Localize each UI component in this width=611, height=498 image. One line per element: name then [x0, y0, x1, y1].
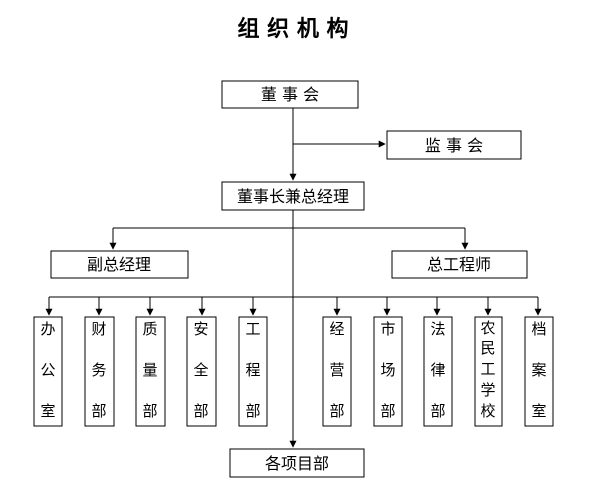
- node-engineering-char-3: 部: [245, 402, 260, 420]
- node-quality-char-3: 部: [142, 402, 157, 420]
- node-archives-char-3: 室: [531, 402, 546, 420]
- node-operations-char-3: 部: [329, 402, 344, 420]
- node-legal-char-2: 律: [430, 361, 445, 379]
- node-archives-char-1: 档: [531, 320, 546, 338]
- connectors: [45, 107, 542, 448]
- node-legal: 法 律 部: [423, 316, 453, 427]
- node-supervisors: 监 事 会: [386, 130, 522, 160]
- node-school-char-3: 工: [480, 360, 495, 378]
- node-quality: 质 量 部: [135, 316, 166, 427]
- node-legal-char-3: 部: [430, 402, 445, 420]
- page-title: 组 织 机 构: [238, 16, 349, 42]
- node-office-char-1: 办: [40, 320, 55, 338]
- node-market-char-3: 部: [380, 402, 395, 420]
- node-projects: 各项目部: [229, 448, 365, 478]
- node-market-char-1: 市: [380, 320, 395, 338]
- node-chief-engineer-label: 总工程师: [427, 255, 491, 274]
- node-engineering-char-2: 程: [245, 361, 260, 379]
- node-office-char-3: 室: [40, 402, 55, 420]
- node-school-char-2: 民: [480, 339, 495, 357]
- node-chairman-label: 董事长兼总经理: [237, 187, 349, 206]
- node-engineering: 工 程 部: [238, 316, 268, 427]
- node-school: 农 民 工 学 校: [474, 316, 503, 427]
- node-legal-char-1: 法: [430, 320, 445, 338]
- node-finance: 财 务 部: [84, 316, 115, 427]
- node-board: 董 事 会: [221, 80, 359, 109]
- node-vice-gm-label: 副总经理: [87, 255, 151, 274]
- node-board-label: 董 事 会: [261, 85, 319, 104]
- node-safety-char-2: 全: [193, 361, 208, 379]
- node-market: 市 场 部: [373, 316, 403, 427]
- node-vice-gm: 副总经理: [50, 250, 189, 279]
- node-office: 办 公 室: [33, 316, 63, 427]
- node-market-char-2: 场: [380, 361, 395, 379]
- node-finance-char-1: 财: [91, 320, 106, 338]
- node-supervisors-label: 监 事 会: [425, 136, 483, 155]
- node-quality-char-2: 量: [142, 361, 157, 379]
- node-finance-char-2: 务: [91, 361, 106, 379]
- node-safety-char-1: 安: [193, 320, 208, 338]
- node-school-char-4: 学: [480, 381, 495, 399]
- node-projects-label: 各项目部: [265, 454, 329, 473]
- node-archives: 档 案 室: [524, 316, 554, 427]
- node-school-char-1: 农: [480, 319, 495, 337]
- node-operations-char-2: 营: [329, 361, 344, 379]
- node-archives-char-2: 案: [531, 361, 546, 379]
- node-operations-char-1: 经: [329, 320, 344, 338]
- node-finance-char-3: 部: [91, 402, 106, 420]
- node-chairman: 董事长兼总经理: [221, 181, 365, 211]
- node-operations: 经 营 部: [322, 316, 352, 427]
- node-school-char-5: 校: [480, 402, 495, 420]
- node-quality-char-1: 质: [142, 320, 157, 338]
- node-safety-char-3: 部: [193, 402, 208, 420]
- node-safety: 安 全 部: [186, 316, 217, 427]
- node-engineering-char-1: 工: [245, 320, 260, 338]
- node-chief-engineer: 总工程师: [391, 250, 528, 279]
- node-office-char-2: 公: [40, 361, 55, 379]
